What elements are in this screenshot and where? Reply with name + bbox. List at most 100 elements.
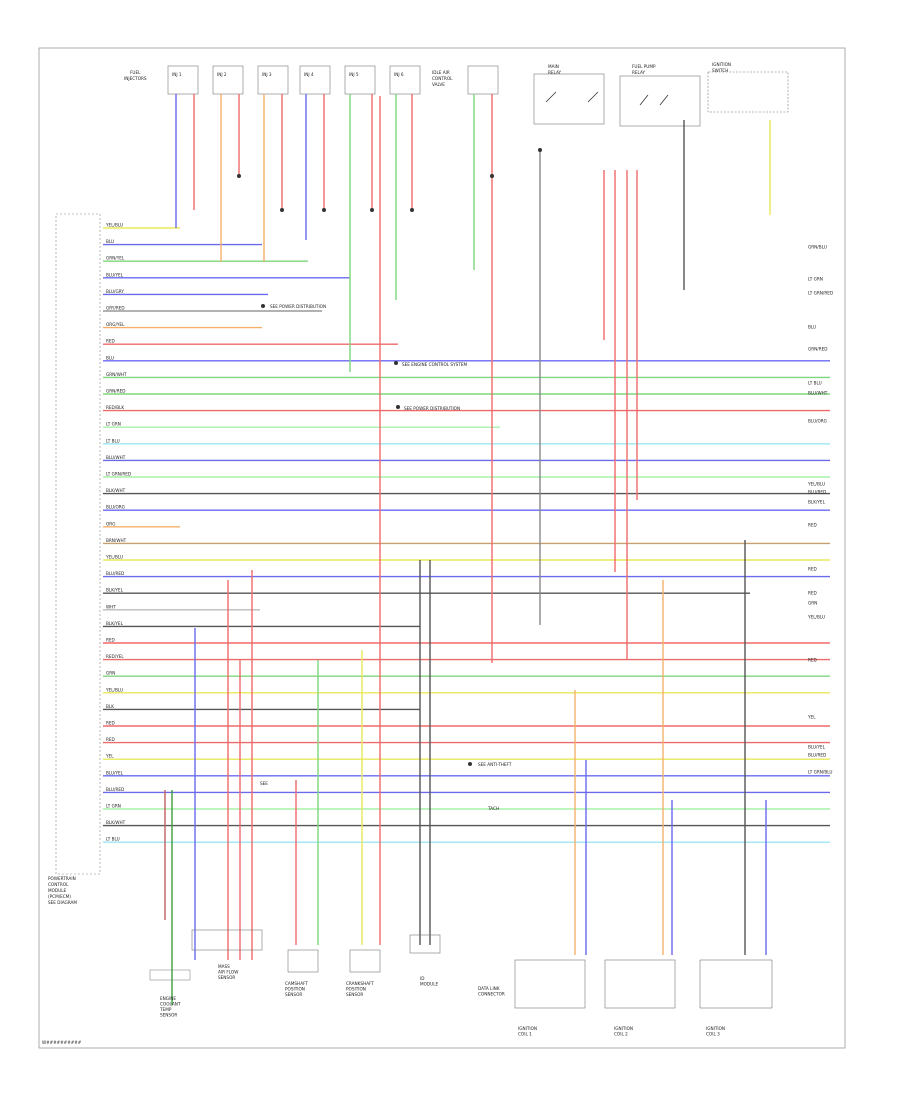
- svg-text:TACH: TACH: [487, 806, 499, 811]
- wire-label-right-0: GRN/BLU: [808, 245, 827, 250]
- reference-notes: SEE POWER DISTRIBUTION SEE ENGINE CONTRO…: [260, 304, 512, 811]
- bottom-label-7-0: IGNITION: [614, 1026, 633, 1031]
- junction-4: [410, 208, 414, 212]
- bottom-label-6-0: IGNITION: [518, 1026, 537, 1031]
- junction-1: [280, 208, 284, 212]
- wire-label-left-23: WHT: [106, 604, 116, 609]
- svg-text:VALVE: VALVE: [432, 82, 445, 87]
- ignition-coil-1: [514, 959, 586, 1009]
- wire-label-left-0: YEL/BLU: [105, 223, 123, 228]
- svg-text:INJ 6: INJ 6: [394, 72, 404, 77]
- bottom-label-0-1: COOLANT: [160, 1002, 181, 1007]
- wire-label-right-11: RED: [808, 523, 817, 528]
- wire-label-left-9: GRN/WHT: [106, 372, 127, 377]
- bottom-label-0-3: SENSOR: [160, 1013, 177, 1018]
- camshaft-sensor: [287, 949, 319, 973]
- wire-label-left-16: BLK/WHT: [106, 488, 126, 493]
- bottom-label-5-1: CONNECTOR: [478, 992, 505, 997]
- bottom-label-6-1: COIL 1: [518, 1032, 532, 1037]
- injector-4: [299, 65, 331, 95]
- wire-label-left-14: BLU/WHT: [106, 455, 126, 460]
- bottom-label-2-1: POSITION: [285, 987, 305, 992]
- id-module: [409, 934, 441, 954]
- wire-label-right-5: LT BLU: [808, 381, 822, 386]
- wire-label-left-18: ORG: [106, 521, 115, 526]
- wire-label-left-15: LT GRN/RED: [106, 472, 131, 477]
- wire-label-left-19: BRN/WHT: [106, 538, 127, 543]
- svg-text:RELAY: RELAY: [632, 70, 646, 75]
- wire-label-right-8: YEL/BLU: [807, 482, 825, 487]
- wire-label-right-18: BLU/YEL: [808, 745, 826, 750]
- fuel-pump-relay-box: [619, 75, 701, 127]
- wire-label-left-35: LT GRN: [106, 804, 121, 809]
- bottom-label-5-0: DATA LINK: [478, 986, 500, 991]
- maf-sensor-connector: [191, 929, 263, 951]
- svg-text:INJECTORS: INJECTORS: [124, 76, 147, 81]
- wire-label-right-9: BLU/RED: [808, 490, 826, 495]
- bottom-label-1-2: SENSOR: [218, 975, 235, 980]
- svg-text:INJ 4: INJ 4: [304, 72, 314, 77]
- wire-label-right-10: BLK/YEL: [808, 500, 826, 505]
- footer-code: W##########: [42, 1040, 82, 1045]
- svg-text:RELAY: RELAY: [548, 70, 562, 75]
- fuel-injectors: INJ 1 INJ 2 INJ 3 INJ 4 INJ 5 INJ 6 FUEL…: [124, 65, 499, 95]
- wire-label-left-2: GRN/YEL: [106, 256, 125, 261]
- wire-label-right-6: BLU/WHT: [808, 391, 828, 396]
- ignition-coil-3: [699, 959, 773, 1009]
- svg-text:SEE ENGINE CONTROL SYSTEM: SEE ENGINE CONTROL SYSTEM: [402, 362, 468, 367]
- bottom-label-3-2: SENSOR: [346, 992, 363, 997]
- wire-label-right-19: BLU/RED: [808, 753, 826, 758]
- bottom-label-3-1: POSITION: [346, 987, 366, 992]
- wire-label-left-3: BLU/YEL: [106, 272, 124, 277]
- svg-text:(PCM/ECM): (PCM/ECM): [48, 894, 71, 899]
- svg-text:SWITCH: SWITCH: [712, 68, 728, 73]
- wire-label-left-22: BLK/YEL: [106, 588, 124, 593]
- wire-label-right-3: BLU: [808, 325, 816, 330]
- junction-6: [538, 148, 542, 152]
- bottom-label-4-1: MODULE: [420, 982, 439, 987]
- wire-label-left-27: GRN: [106, 671, 115, 676]
- injector-2: [212, 65, 244, 95]
- wire-label-left-33: BLU/YEL: [106, 770, 124, 775]
- injector-6: [389, 65, 421, 95]
- wire-label-right-17: YEL: [807, 715, 816, 720]
- ignition-switch-box: [707, 71, 789, 113]
- wire-label-right-13: RED: [808, 591, 817, 596]
- wire-label-right-12: RED: [808, 567, 817, 572]
- svg-text:INJ 1: INJ 1: [172, 72, 182, 77]
- wire-label-left-20: YEL/BLU: [105, 555, 123, 560]
- bottom-label-4-0: ID: [420, 976, 424, 981]
- injector-1: [167, 65, 199, 95]
- wire-label-left-21: BLU/RED: [106, 571, 124, 576]
- wire-label-left-6: ORG/YEL: [106, 322, 125, 327]
- relays: MAIN RELAY FUEL PUMP RELAY IGNITION SWIT…: [533, 62, 789, 127]
- wire-label-right-15: YEL/BLU: [807, 615, 825, 620]
- wire-label-right-4: GRN/RED: [808, 347, 827, 352]
- svg-text:MODULE: MODULE: [48, 888, 67, 893]
- svg-text:INJ 3: INJ 3: [262, 72, 272, 77]
- bottom-label-7-1: COIL 2: [614, 1032, 628, 1037]
- wire-label-left-5: GRY/RED: [106, 306, 125, 311]
- svg-text:SEE POWER DISTRIBUTION: SEE POWER DISTRIBUTION: [404, 406, 460, 411]
- junction-3: [370, 208, 374, 212]
- svg-text:SEE ANTI-THEFT: SEE ANTI-THEFT: [478, 762, 512, 767]
- wire-label-left-32: YEL: [105, 754, 114, 759]
- svg-text:CONTROL: CONTROL: [48, 882, 69, 887]
- injector-3: [257, 65, 289, 95]
- wire-label-left-28: YEL/BLU: [105, 687, 123, 692]
- wire-label-left-25: RED: [106, 638, 115, 643]
- left-wire-labels: YEL/BLUBLUGRN/YELBLU/YELBLU/GRYGRY/REDOR…: [105, 223, 131, 842]
- svg-text:IGNITION: IGNITION: [712, 62, 731, 67]
- ignition-coil-2: [604, 959, 676, 1009]
- wire-label-left-30: RED: [106, 721, 115, 726]
- svg-text:CONTROL: CONTROL: [432, 76, 453, 81]
- junction-0: [237, 174, 241, 178]
- bottom-label-2-2: SENSOR: [285, 992, 302, 997]
- bottom-label-3-0: CRANKSHAFT: [346, 981, 374, 986]
- wire-label-left-26: RED/YEL: [106, 654, 124, 659]
- wire-label-left-29: BLK: [106, 704, 114, 709]
- wire-label-left-34: BLU/RED: [106, 787, 124, 792]
- relay-contact-2: [639, 94, 669, 106]
